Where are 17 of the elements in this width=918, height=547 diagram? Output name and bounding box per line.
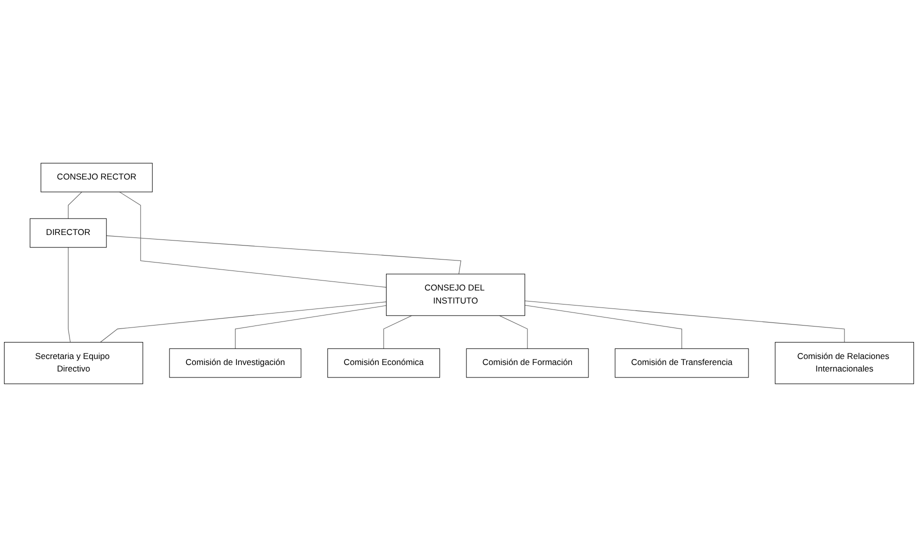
node-box: Comisión de Investigación [169,348,302,378]
connector [524,305,682,349]
node-box: CONSEJO RECTOR [40,162,153,192]
node-box: CONSEJO DEL INSTITUTO [386,274,526,316]
connector [68,192,82,219]
connector [106,235,462,274]
node-box: Comisión de Transferencia [614,348,749,378]
node-box: Comisión de Relaciones Internacionales [774,342,914,384]
connector [119,192,387,288]
connector [68,247,71,343]
node-box: Secretaria y Equipo Directivo [4,342,144,384]
node-box: DIRECTOR [30,218,107,248]
node-box: Comisión de Formación [466,348,589,378]
node-box: Comisión Económica [327,348,440,378]
connector [235,305,387,349]
connector [100,302,387,343]
connector [524,300,845,343]
